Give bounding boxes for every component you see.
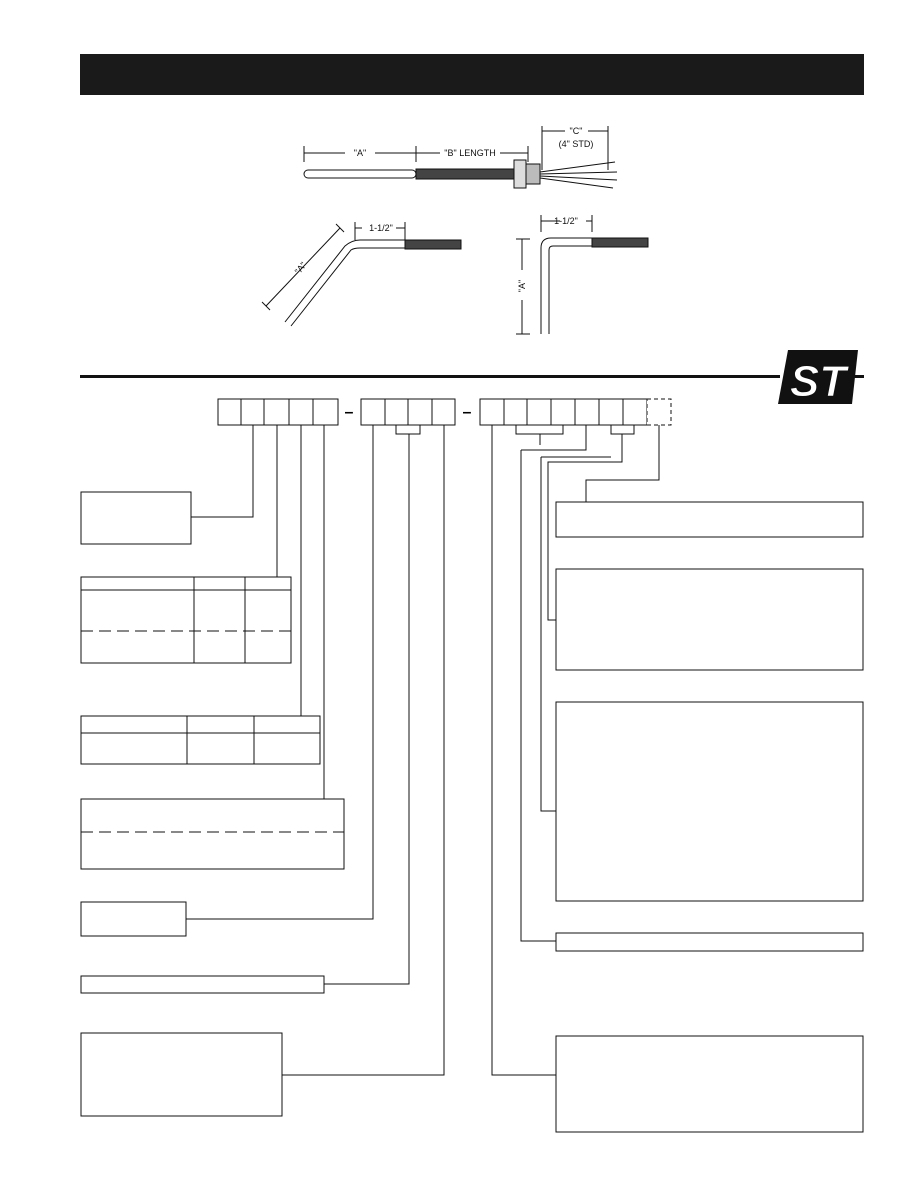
left-description-boxes xyxy=(80,491,345,1117)
part-separator-2: – xyxy=(463,404,472,421)
box-right-5 xyxy=(555,1035,864,1133)
box-left-2 xyxy=(80,576,292,664)
section-divider xyxy=(80,375,780,378)
leader-lines xyxy=(186,425,660,1076)
header-bar xyxy=(80,54,864,95)
box-right-3 xyxy=(555,701,864,902)
box-left-7 xyxy=(80,1032,283,1117)
box-left-5 xyxy=(80,901,187,937)
box-right-1 xyxy=(555,501,864,538)
logo-text: ST xyxy=(790,357,849,406)
part-separator-1: – xyxy=(345,404,354,421)
box-left-1 xyxy=(80,491,192,545)
part-number-boxes xyxy=(217,398,672,426)
bend-length-label-2: 1-1/2" xyxy=(554,216,578,226)
bend-a-label-1: "A" xyxy=(293,260,309,276)
right-angle-bend-heater-drawing xyxy=(516,215,649,335)
dim-b-label: "B" LENGTH xyxy=(444,148,495,158)
box-right-2 xyxy=(555,568,864,671)
box-left-4 xyxy=(80,798,345,870)
box-left-6 xyxy=(80,975,325,994)
dim-c-std-label: (4" STD) xyxy=(559,139,594,149)
dim-c-label: "C" xyxy=(570,126,583,136)
st-logo: ST xyxy=(778,350,858,407)
right-description-boxes xyxy=(555,501,864,1133)
bend-length-label-1: 1-1/2" xyxy=(369,223,393,233)
dim-a-label: "A" xyxy=(354,148,366,158)
box-right-4 xyxy=(555,932,864,952)
box-left-3 xyxy=(80,715,321,765)
angled-bend-heater-drawing xyxy=(261,222,462,327)
straight-heater-drawing xyxy=(303,126,618,189)
bend-a-label-2: "A" xyxy=(517,280,527,292)
